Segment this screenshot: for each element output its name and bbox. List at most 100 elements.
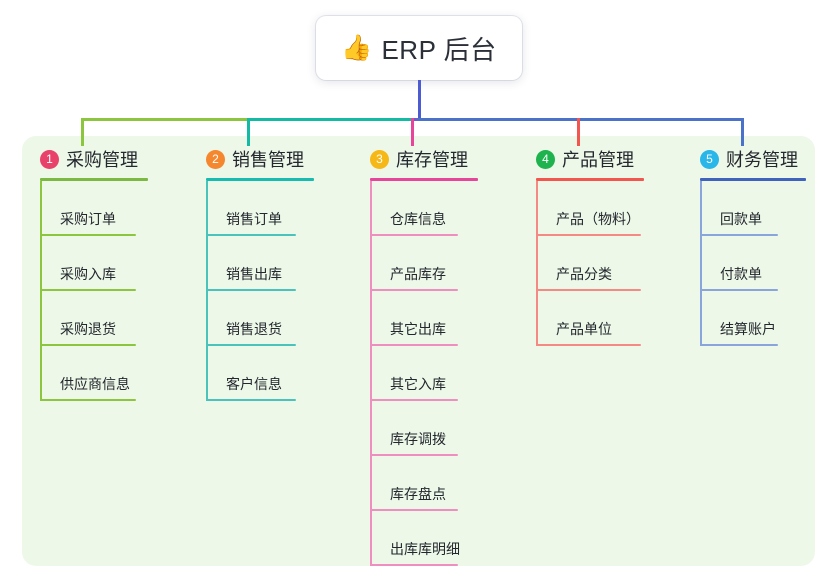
list-item-underline [370, 454, 458, 456]
column-underline [370, 178, 478, 181]
list-item-label: 库存调拨 [390, 431, 446, 447]
connector-stub-4 [577, 118, 580, 146]
column-underline [40, 178, 148, 181]
list-item[interactable]: 销售退货 [206, 291, 296, 346]
list-item-label: 采购订单 [60, 211, 116, 227]
column-spine [536, 181, 538, 346]
list-item[interactable]: 库存盘点 [370, 456, 458, 511]
column-items: 回款单付款单结算账户 [700, 181, 806, 346]
column-number-badge: 5 [700, 149, 719, 169]
root-stem [418, 80, 421, 121]
list-item[interactable]: 客户信息 [206, 346, 296, 401]
list-item-label: 产品（物料） [556, 211, 640, 227]
column-items: 采购订单采购入库采购退货供应商信息 [40, 181, 148, 401]
list-item-label: 库存盘点 [390, 486, 446, 502]
column-header-1[interactable]: 1 采购管理 [40, 146, 148, 172]
list-item[interactable]: 库存调拨 [370, 401, 458, 456]
bus-segment-1 [81, 118, 249, 121]
column-spine [370, 181, 372, 566]
list-item[interactable]: 其它入库 [370, 346, 458, 401]
list-item-label: 回款单 [720, 211, 762, 227]
list-item-underline [536, 344, 641, 346]
list-item-label: 客户信息 [226, 376, 282, 392]
column-title: 产品管理 [562, 150, 634, 170]
list-item-label: 产品单位 [556, 321, 612, 337]
list-item-label: 供应商信息 [60, 376, 130, 392]
list-item-label: 销售订单 [226, 211, 282, 227]
column-number-badge: 3 [370, 149, 389, 169]
list-item-underline [536, 289, 641, 291]
list-item[interactable]: 付款单 [700, 236, 778, 291]
diagram-panel [22, 136, 815, 566]
column-spine [206, 181, 208, 401]
list-item-underline [370, 344, 458, 346]
list-item-underline [370, 234, 458, 236]
list-item[interactable]: 采购入库 [40, 236, 136, 291]
list-item-label: 其它入库 [390, 376, 446, 392]
list-item[interactable]: 采购退货 [40, 291, 136, 346]
connector-stub-5 [741, 118, 744, 146]
list-item-underline [40, 234, 136, 236]
column-4: 4 产品管理产品（物料） 产品分类产品单位 [536, 146, 644, 346]
list-item[interactable]: 供应商信息 [40, 346, 136, 401]
column-header-4[interactable]: 4 产品管理 [536, 146, 644, 172]
list-item-label: 出库库明细 [390, 541, 460, 557]
column-underline [700, 178, 806, 181]
list-item-label: 结算账户 [720, 321, 776, 337]
list-item-label: 销售出库 [226, 266, 282, 282]
list-item-label: 销售退货 [226, 321, 282, 337]
column-1: 1 采购管理采购订单采购入库采购退货供应商信息 [40, 146, 148, 401]
root-title: ERP 后台 [381, 34, 497, 65]
list-item-underline [40, 289, 136, 291]
list-item-underline [206, 289, 296, 291]
list-item-label: 其它出库 [390, 321, 446, 337]
list-item[interactable]: 出库库明细 [370, 511, 460, 566]
column-title: 采购管理 [66, 150, 138, 170]
column-number-badge: 4 [536, 149, 555, 169]
list-item-label: 产品库存 [390, 266, 446, 282]
list-item[interactable]: 仓库信息 [370, 181, 458, 236]
root-node[interactable]: 👍 ERP 后台 [316, 16, 522, 80]
column-items: 仓库信息产品库存其它出库其它入库库存调拨库存盘点出库库明细 [370, 181, 478, 566]
list-item-underline [700, 234, 778, 236]
list-item[interactable]: 结算账户 [700, 291, 778, 346]
list-item[interactable]: 销售出库 [206, 236, 296, 291]
thumbs-up-icon: 👍 [341, 33, 373, 62]
list-item-underline [40, 344, 136, 346]
list-item[interactable]: 产品库存 [370, 236, 458, 291]
connector-stub-3 [411, 118, 414, 146]
list-item-label: 付款单 [720, 266, 762, 282]
list-item-label: 采购入库 [60, 266, 116, 282]
list-item-underline [370, 509, 458, 511]
list-item[interactable]: 回款单 [700, 181, 778, 236]
list-item-underline [370, 289, 458, 291]
list-item[interactable]: 其它出库 [370, 291, 458, 346]
list-item-label: 采购退货 [60, 321, 116, 337]
bus-segment-4 [418, 118, 744, 121]
list-item-underline [370, 564, 458, 566]
list-item[interactable]: 销售订单 [206, 181, 296, 236]
column-spine [700, 181, 702, 346]
list-item-label: 产品分类 [556, 266, 612, 282]
list-item-underline [370, 399, 458, 401]
list-item-underline [536, 234, 641, 236]
list-item-underline [206, 399, 296, 401]
list-item-underline [40, 399, 136, 401]
list-item[interactable]: 产品分类 [536, 236, 641, 291]
column-items: 产品（物料） 产品分类产品单位 [536, 181, 644, 346]
list-item-label: 仓库信息 [390, 211, 446, 227]
bus-segment-3 [411, 118, 420, 121]
list-item[interactable]: 采购订单 [40, 181, 136, 236]
list-item[interactable]: 产品单位 [536, 291, 641, 346]
list-item[interactable]: 产品（物料） [536, 181, 641, 236]
column-underline [536, 178, 644, 181]
list-item-underline [206, 234, 296, 236]
column-number-badge: 1 [40, 149, 59, 169]
